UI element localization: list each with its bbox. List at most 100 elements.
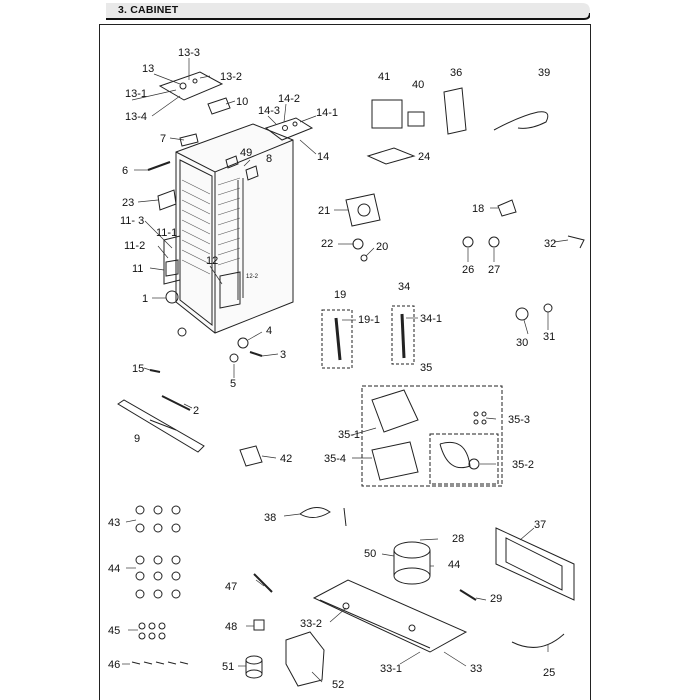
label-14-1: 14-1 (316, 107, 338, 119)
part-19-tube (321, 309, 353, 369)
part-34-tube (391, 305, 415, 365)
label-44-compressor: 44 (448, 559, 460, 571)
label-11: 11 (132, 263, 143, 275)
part-42 (239, 445, 263, 467)
part-1 (165, 290, 179, 304)
part-22 (352, 238, 364, 250)
label-42: 42 (280, 453, 292, 465)
label-13-4: 13-4 (125, 111, 147, 123)
label-23: 23 (122, 197, 134, 209)
part-27 (488, 236, 500, 248)
part-26 (462, 236, 474, 248)
part-3 (249, 351, 263, 357)
label-37: 37 (534, 519, 546, 531)
part-52 (285, 631, 325, 687)
label-27: 27 (488, 264, 500, 276)
part-18 (497, 199, 517, 217)
label-9: 9 (134, 433, 140, 445)
section-title: 3. CABINET (118, 4, 179, 16)
label-33: 33 (470, 663, 482, 675)
label-24: 24 (418, 151, 430, 163)
part-9-bracket (117, 399, 205, 453)
part-7 (179, 133, 199, 147)
label-13-2: 13-2 (220, 71, 242, 83)
label-10: 10 (236, 96, 248, 108)
label-26: 26 (462, 264, 474, 276)
label-18: 18 (472, 203, 484, 215)
label-34: 34 (398, 281, 410, 293)
label-46: 46 (108, 659, 120, 671)
label-21: 21 (318, 205, 330, 217)
label-1: 1 (142, 293, 148, 305)
label-12: 12 (206, 255, 218, 267)
part-2 (161, 395, 191, 411)
label-38: 38 (264, 512, 276, 524)
label-13-3: 13-3 (178, 47, 200, 59)
part-8 (245, 165, 259, 181)
label-19: 19 (334, 289, 346, 301)
label-14-2: 14-2 (278, 93, 300, 105)
label-52: 52 (332, 679, 344, 691)
label-35-4: 35-4 (324, 453, 346, 465)
label-35: 35 (420, 362, 432, 374)
part-29 (459, 589, 477, 601)
callout-labels: 13-3 13 13-2 13-1 13-4 10 14-2 14-3 14-1… (108, 47, 556, 691)
header-band (106, 3, 590, 20)
part-31 (543, 303, 553, 313)
part-21-valve (345, 193, 381, 227)
cabinet-body (175, 123, 294, 334)
label-44-screws: 44 (108, 563, 120, 575)
label-33-1: 33-1 (380, 663, 402, 675)
label-11-3: 11- 3 (120, 215, 144, 227)
label-49: 49 (240, 147, 252, 159)
label-22: 22 (321, 238, 333, 250)
part-11 (163, 235, 181, 285)
label-11-2: 11-2 (124, 240, 145, 252)
part-49 (225, 155, 239, 169)
label-4: 4 (266, 325, 272, 337)
screws-43 (135, 505, 181, 533)
label-43: 43 (108, 517, 120, 529)
base-plate-33 (312, 579, 468, 653)
leader-lines (122, 58, 569, 683)
part-39 (493, 111, 549, 131)
label-29: 29 (490, 593, 502, 605)
label-47: 47 (225, 581, 237, 593)
part-47 (253, 573, 273, 593)
part-38 (299, 507, 331, 518)
part-38-leg (343, 507, 347, 527)
label-13-1: 13-1 (125, 88, 147, 100)
hinge-14 (264, 117, 314, 141)
part-12 (219, 271, 241, 309)
part-48 (253, 619, 265, 631)
label-45: 45 (108, 625, 120, 637)
label-7: 7 (160, 133, 166, 145)
label-6: 6 (122, 165, 128, 177)
label-51: 51 (222, 661, 234, 673)
label-36: 36 (450, 67, 462, 79)
label-28: 28 (452, 533, 464, 545)
label-11-1: 11-1 (156, 227, 177, 239)
part-10 (207, 97, 231, 115)
part-40 (407, 111, 425, 127)
label-41: 41 (378, 71, 390, 83)
part-51 (245, 655, 263, 679)
label-13: 13 (142, 63, 154, 75)
label-50: 50 (364, 548, 376, 560)
part-4 (237, 337, 249, 349)
label-31: 31 (543, 331, 555, 343)
label-8: 8 (266, 153, 272, 165)
hinge-13 (158, 71, 224, 101)
label-19-1: 19-1 (358, 314, 380, 326)
label-33-2: 33-2 (300, 618, 322, 630)
part-23 (157, 189, 177, 211)
part-15 (149, 369, 161, 373)
compressor-50 (393, 541, 431, 585)
label-40: 40 (412, 79, 424, 91)
part-36 (443, 87, 467, 135)
label-30: 30 (516, 337, 528, 349)
label-3: 3 (280, 349, 286, 361)
part-32 (567, 235, 585, 249)
label-39: 39 (538, 67, 550, 79)
